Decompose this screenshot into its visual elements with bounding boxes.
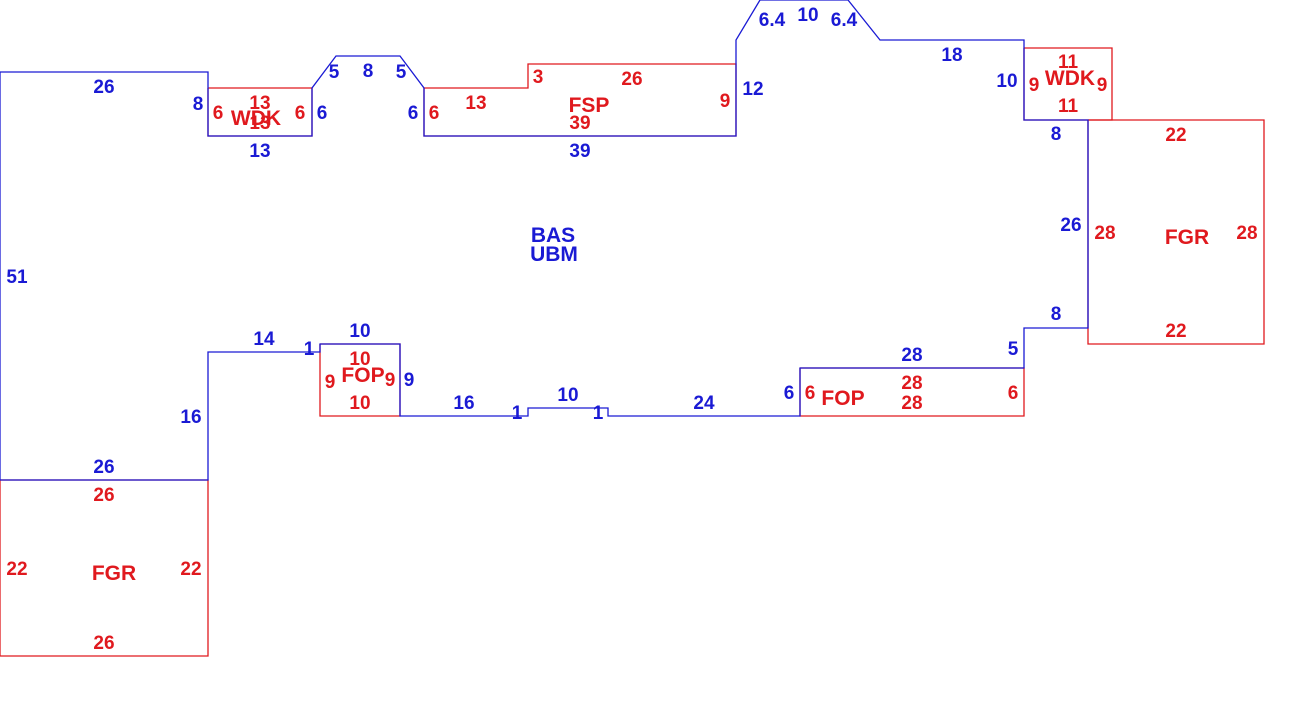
fop-center-dim-right: 9 <box>385 370 396 391</box>
dim-fop-right-side: 6 <box>784 383 795 404</box>
fsp-dim-step: 3 <box>533 67 544 88</box>
wdk-right-dim-right: 9 <box>1097 75 1108 96</box>
dim-bay-left-side: 6 <box>317 103 328 124</box>
fgr-right-dim-right: 28 <box>1236 223 1257 244</box>
dim-left-inner-side: 16 <box>180 407 201 428</box>
fgr-left-dim-bottom: 26 <box>93 633 114 654</box>
fop-center-dim-bottom: 10 <box>349 393 370 414</box>
fgr-right-code: FGR <box>1165 226 1209 249</box>
wdk-right-labels: 11 11 9 9 WDK <box>1029 52 1108 117</box>
fgr-left-labels: 26 26 22 22 FGR <box>6 485 201 654</box>
wdk-left-dim-bottom: 13 <box>249 113 270 134</box>
fop-center-code: FOP <box>341 364 384 387</box>
dim-fop-right-top: 28 <box>901 345 922 366</box>
fsp-dim-top-left: 13 <box>465 93 486 114</box>
dim-top-bay-right-angle: 6.4 <box>831 10 858 31</box>
fgr-right-dim-bottom: 22 <box>1165 321 1186 342</box>
main-area-code-ubm: UBM <box>530 243 578 266</box>
fsp-code: FSP <box>569 94 610 117</box>
dim-top-bay-top: 10 <box>797 5 818 26</box>
dim-fop-center-side: 9 <box>404 370 415 391</box>
fop-right-dim-top: 28 <box>901 373 922 394</box>
fop-center-dim-left: 9 <box>325 372 336 393</box>
dim-bay-right-side: 6 <box>408 103 419 124</box>
dim-notch-left: 1 <box>512 403 523 424</box>
dim-bay-left-angle: 5 <box>329 62 340 83</box>
dim-fop-center-step: 1 <box>304 339 315 360</box>
main-area-dimensions: 26 8 13 6 5 8 5 6 39 12 6.4 10 6.4 18 10… <box>6 5 1081 478</box>
wdk-left-dim-top: 13 <box>249 93 270 114</box>
dim-wdk-right-side: 10 <box>996 71 1017 92</box>
fop-center-dim-top: 10 <box>349 349 370 370</box>
dim-fsp-bottom: 39 <box>569 141 590 162</box>
fop-right-code: FOP <box>821 387 864 410</box>
wdk-left-dim-left: 6 <box>213 103 224 124</box>
fgr-left-dim-right: 22 <box>180 559 201 580</box>
fsp-dim-right: 9 <box>720 91 731 112</box>
wdk-right-dim-top: 11 <box>1058 52 1079 73</box>
fgr-left-dim-left: 22 <box>6 559 27 580</box>
dim-notch-right: 1 <box>593 403 604 424</box>
wdk-right-dim-left: 9 <box>1029 75 1040 96</box>
fop-right-labels: 28 28 6 6 FOP <box>805 373 1019 414</box>
dim-bottom-mid-left: 16 <box>453 393 474 414</box>
fgr-right-dim-top: 22 <box>1165 125 1186 146</box>
dim-bay-right-angle: 5 <box>396 62 407 83</box>
wdk-left-dim-right: 6 <box>295 103 306 124</box>
fsp-dim-left: 6 <box>429 103 440 124</box>
fsp-dim-top-right: 26 <box>621 69 642 90</box>
wdk-right-code: WDK <box>1045 67 1095 90</box>
fgr-right-dim-left: 28 <box>1094 223 1115 244</box>
fgr-right-labels: 22 22 28 28 FGR <box>1094 125 1257 342</box>
dim-fgr-right-side: 26 <box>1060 215 1081 236</box>
dim-top-left-width: 26 <box>93 77 114 98</box>
fgr-left-dim-top: 26 <box>93 485 114 506</box>
fsp-dim-bottom: 39 <box>569 113 590 134</box>
dim-left-side: 51 <box>6 267 28 288</box>
dim-bottom-mid-right: 24 <box>693 393 715 414</box>
fsp-labels: 13 3 26 9 39 6 FSP <box>429 67 731 134</box>
dim-top-bay-left-angle: 6.4 <box>759 10 786 31</box>
dim-wdk-left-rise: 8 <box>193 94 204 115</box>
fop-center-labels: 10 10 9 9 FOP <box>325 349 396 414</box>
fop-right-dim-left: 6 <box>805 383 816 404</box>
wdk-left-labels: 13 13 6 6 WDK <box>213 93 306 134</box>
wdk-left-code: WDK <box>231 107 281 130</box>
fop-right-dim-right: 6 <box>1008 383 1019 404</box>
dim-bay-top: 8 <box>363 61 374 82</box>
dim-left-ledge: 14 <box>253 329 275 350</box>
dim-wdk-left-bottom: 13 <box>249 141 270 162</box>
main-area-outline <box>0 0 1089 481</box>
dim-fgr-left-top: 26 <box>93 457 114 478</box>
fop-right-dim-bottom: 28 <box>901 393 922 414</box>
wdk-right-dim-bottom: 11 <box>1058 96 1079 117</box>
main-area-code-bas: BAS <box>531 224 575 247</box>
dim-fgr-right-bottom-offset: 8 <box>1051 304 1062 325</box>
dim-notch-top: 10 <box>557 385 578 406</box>
dim-fop-center-top: 10 <box>349 321 370 342</box>
fgr-left-code: FGR <box>92 562 136 585</box>
dim-top-right-width: 18 <box>941 45 962 66</box>
dim-fsp-right-rise: 12 <box>742 79 763 100</box>
dim-step-right: 5 <box>1008 339 1019 360</box>
dim-fgr-right-top-offset: 8 <box>1051 124 1062 145</box>
